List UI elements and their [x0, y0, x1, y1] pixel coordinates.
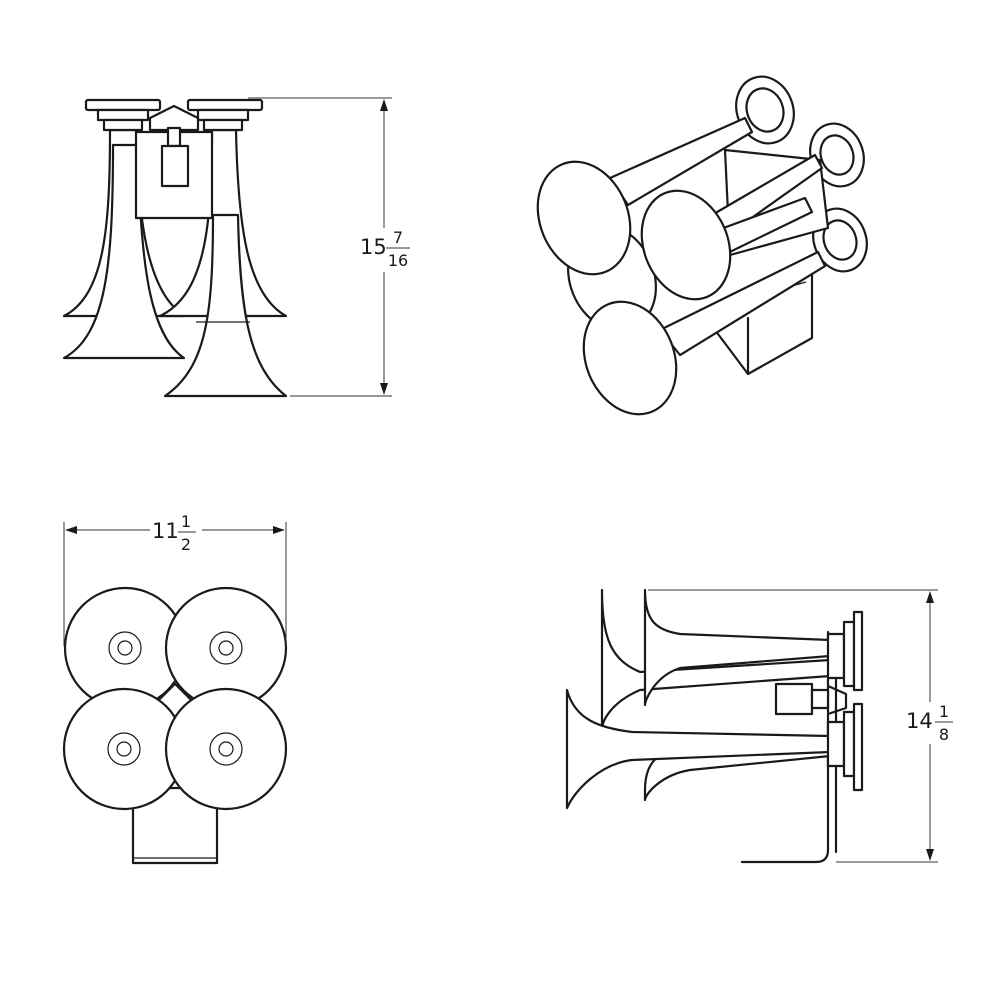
bottom-view-bells: [62, 586, 288, 811]
height-side-denominator: 8: [939, 725, 949, 744]
height-dimension-front: 15 7 16: [248, 97, 410, 397]
height-front-whole: 15: [360, 235, 387, 259]
bottom-view: 11 1 2: [62, 512, 288, 865]
height-front-numerator: 7: [393, 228, 403, 247]
width-bottom-numerator: 1: [181, 512, 191, 531]
side-view-diaphragm-caps: [826, 610, 864, 792]
width-dimension-bottom: 11 1 2: [63, 512, 287, 646]
front-view: 15 7 16: [62, 97, 410, 398]
width-bottom-denominator: 2: [181, 535, 191, 554]
isometric-view: [536, 75, 868, 416]
width-bottom-whole: 11: [152, 519, 179, 543]
height-front-denominator: 16: [388, 251, 408, 270]
front-view-diaphragm-caps: [84, 98, 264, 132]
side-view-valve: [774, 682, 848, 716]
front-view-horn-front-left: [62, 143, 186, 360]
isometric-horn-tubes: [608, 116, 827, 357]
front-view-valve: [160, 126, 190, 188]
height-side-whole: 14: [906, 709, 933, 733]
front-view-horn-front-right: [163, 213, 288, 398]
side-view: 14 1 8: [565, 588, 953, 864]
height-dimension-side: 14 1 8: [648, 589, 953, 863]
height-side-numerator: 1: [939, 702, 949, 721]
isometric-horn-bells: [536, 160, 732, 416]
